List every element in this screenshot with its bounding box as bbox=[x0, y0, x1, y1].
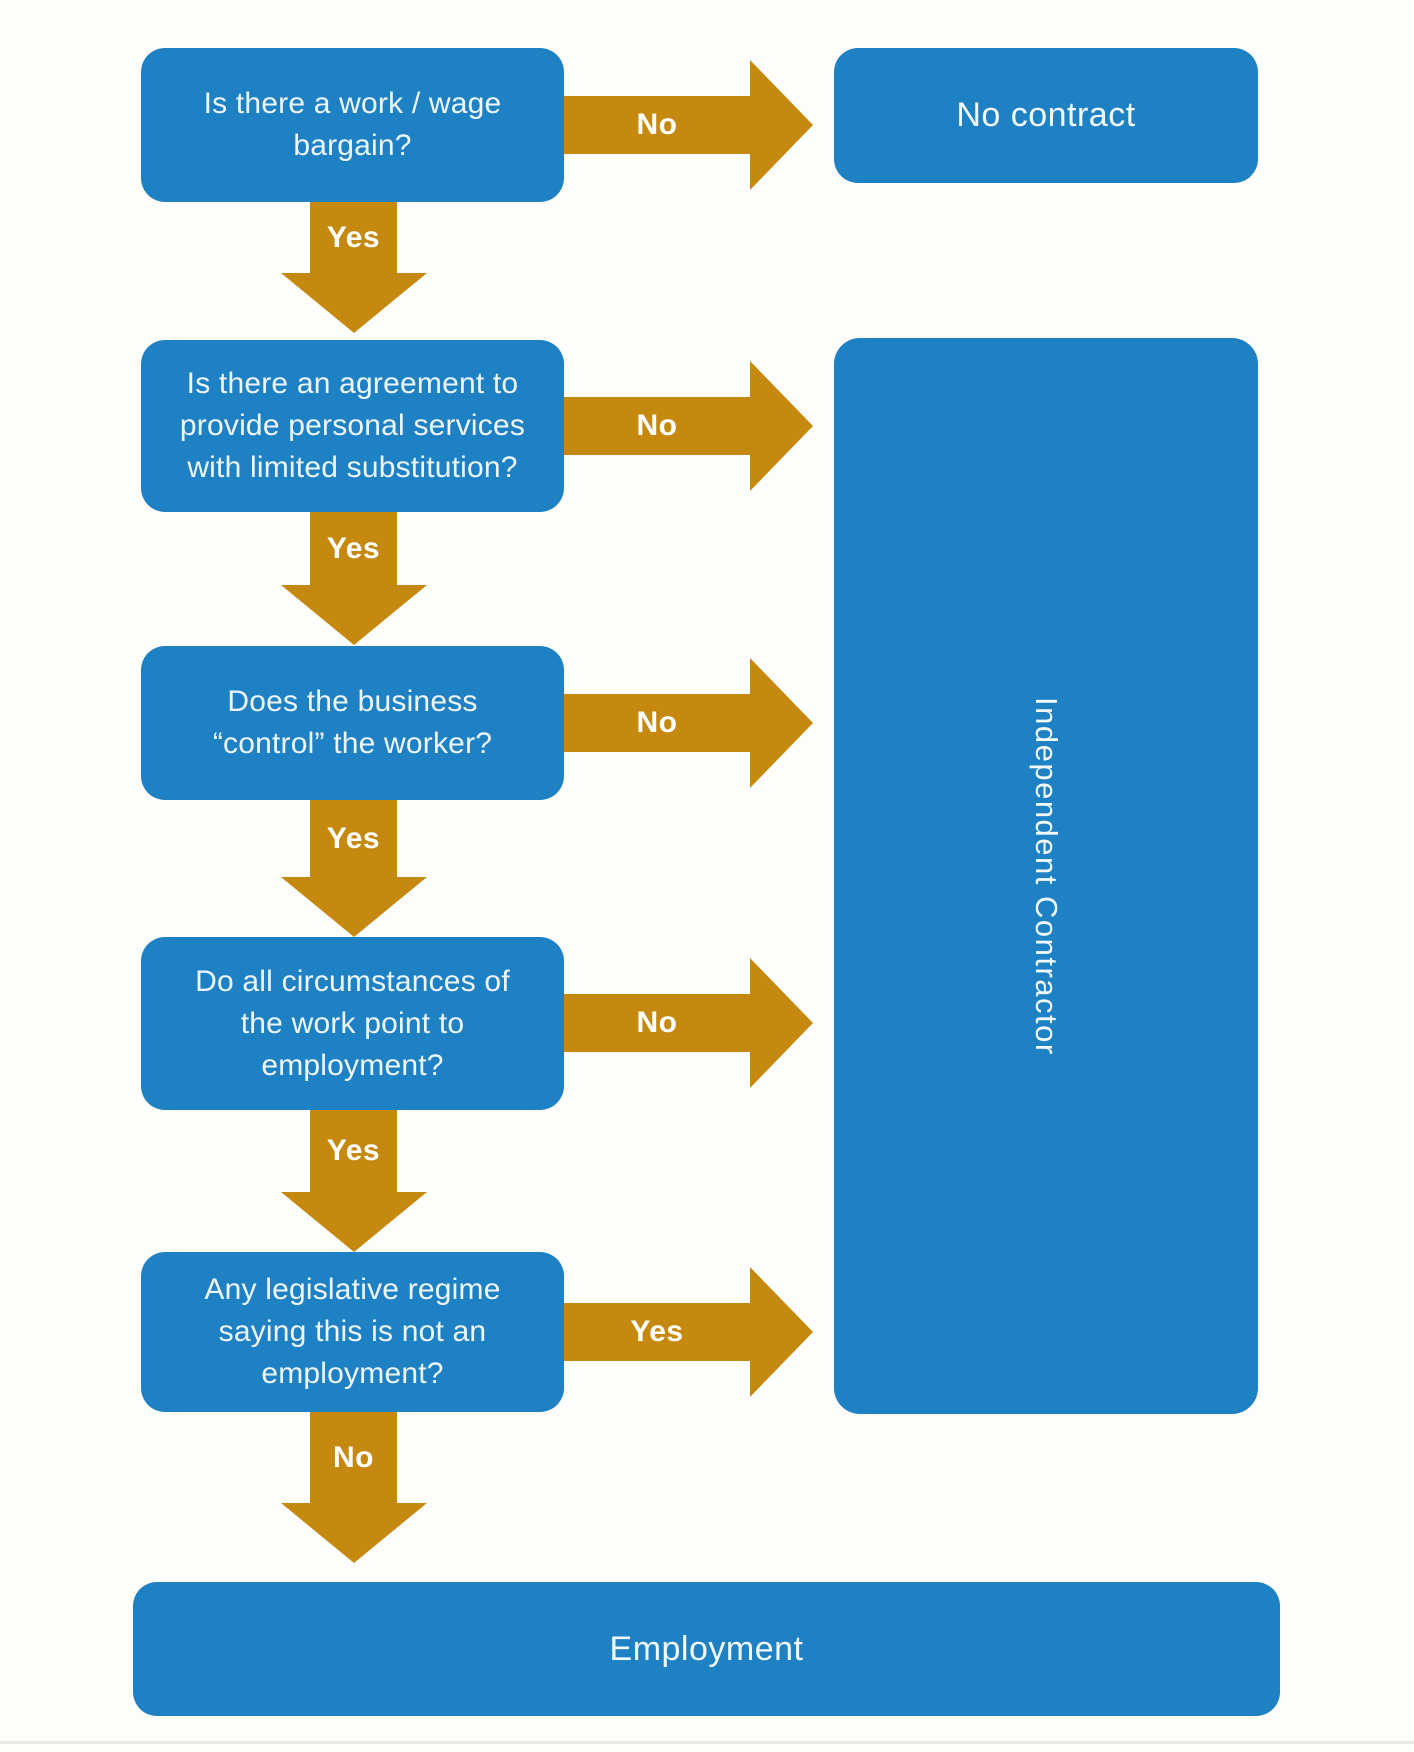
edge-label: Yes bbox=[326, 1134, 381, 1167]
node-question-legislative-regime: Any legislative regime saying this is no… bbox=[141, 1252, 564, 1412]
arrow-head-down-icon bbox=[280, 585, 427, 645]
arrow-tail: No bbox=[310, 1412, 397, 1503]
edge-label: No bbox=[333, 1440, 374, 1474]
arrow-tail: Yes bbox=[310, 202, 397, 273]
edge-label: Yes bbox=[326, 821, 381, 855]
arrow-q1-yes-down: Yes bbox=[280, 202, 427, 333]
arrow-q4-no-right: No bbox=[564, 958, 813, 1088]
node-question-work-wage-bargain: Is there a work / wage bargain? bbox=[141, 48, 564, 202]
node-label: Employment bbox=[609, 1629, 804, 1668]
arrow-tail: Yes bbox=[564, 1303, 750, 1361]
edge-label: Yes bbox=[326, 531, 381, 565]
arrow-q3-no-right: No bbox=[564, 658, 813, 788]
arrow-head-down-icon bbox=[280, 1192, 427, 1252]
node-outcome-no-contract: No contract bbox=[834, 48, 1258, 183]
arrow-head-right-icon bbox=[750, 658, 813, 788]
arrow-tail: No bbox=[564, 96, 750, 154]
arrow-tail: Yes bbox=[310, 1110, 397, 1192]
arrow-q3-yes-down: Yes bbox=[280, 800, 427, 937]
edge-label: No bbox=[636, 409, 678, 442]
arrow-head-down-icon bbox=[280, 1503, 427, 1563]
arrow-head-down-icon bbox=[280, 877, 427, 937]
page-bottom-edge bbox=[0, 1741, 1414, 1744]
edge-label: No bbox=[636, 706, 678, 739]
arrow-head-right-icon bbox=[750, 60, 813, 190]
node-label: Independent Contractor bbox=[1029, 696, 1064, 1056]
node-outcome-independent-contractor: Independent Contractor bbox=[834, 338, 1258, 1414]
arrow-head-down-icon bbox=[280, 273, 427, 333]
arrow-q5-no-down: No bbox=[280, 1412, 427, 1563]
arrow-tail: No bbox=[564, 994, 750, 1052]
node-outcome-employment: Employment bbox=[133, 1582, 1280, 1716]
arrow-tail: Yes bbox=[310, 512, 397, 585]
edge-label: No bbox=[636, 1006, 678, 1039]
arrow-q2-no-right: No bbox=[564, 361, 813, 491]
edge-label: Yes bbox=[630, 1315, 684, 1348]
node-label: Does the business “control” the worker? bbox=[212, 685, 493, 760]
edge-label: Yes bbox=[326, 220, 381, 254]
arrow-q2-yes-down: Yes bbox=[280, 512, 427, 645]
node-label: Is there an agreement to provide persona… bbox=[179, 367, 526, 484]
arrow-tail: No bbox=[564, 694, 750, 752]
edge-label: No bbox=[636, 108, 678, 141]
node-label: Do all circumstances of the work point t… bbox=[195, 964, 510, 1082]
node-label: No contract bbox=[956, 96, 1136, 134]
node-question-circumstances-employment: Do all circumstances of the work point t… bbox=[141, 937, 564, 1110]
arrow-q4-yes-down: Yes bbox=[280, 1110, 427, 1252]
node-question-personal-services: Is there an agreement to provide persona… bbox=[141, 340, 564, 512]
arrow-head-right-icon bbox=[750, 1267, 813, 1397]
arrow-q1-no-right: No bbox=[564, 60, 813, 190]
arrow-tail: Yes bbox=[310, 800, 397, 877]
node-question-business-control: Does the business “control” the worker? bbox=[141, 646, 564, 800]
arrow-q5-yes-right: Yes bbox=[564, 1267, 813, 1397]
arrow-head-right-icon bbox=[750, 361, 813, 491]
node-label: Is there a work / wage bargain? bbox=[203, 87, 502, 162]
arrow-head-right-icon bbox=[750, 958, 813, 1088]
arrow-tail: No bbox=[564, 397, 750, 455]
node-label: Any legislative regime saying this is no… bbox=[204, 1273, 501, 1390]
